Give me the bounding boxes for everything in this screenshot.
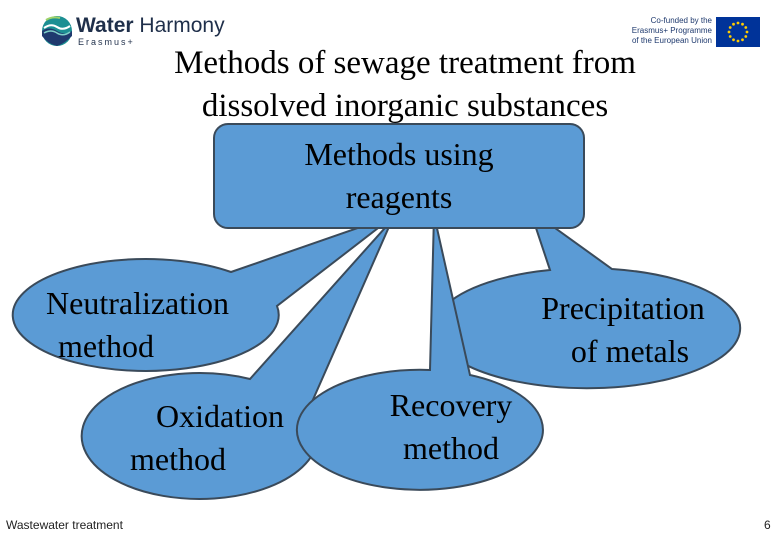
water-wave-icon <box>42 16 72 46</box>
page-number: 6 <box>764 518 771 532</box>
logo-brand: Water Harmony <box>76 14 225 37</box>
title-line-2: dissolved inorganic substances <box>201 88 609 124</box>
root-box <box>213 123 585 229</box>
eu-badge-text: Co-funded by the Erasmus+ Programme of t… <box>631 16 712 45</box>
footer-label: Wastewater treatment <box>6 518 123 532</box>
root-node-text: Methods using reagents <box>304 136 494 215</box>
title-line-1: Methods of sewage treatment from <box>174 45 636 81</box>
eu-cofunded-badge: Co-funded by the Erasmus+ Programme of t… <box>620 14 760 50</box>
logo-subtitle: Erasmus+ <box>78 37 135 47</box>
recovery-node-text: Recovery method <box>389 387 513 466</box>
precipitation-node-text: Precipitation of metals <box>541 290 705 369</box>
recovery-bubble <box>295 214 544 491</box>
oxidation-node-text: Oxidation method <box>130 398 284 477</box>
neutralization-bubble <box>11 214 396 372</box>
water-harmony-logo: Water Harmony Erasmus+ <box>40 14 240 50</box>
eu-flag-icon <box>716 17 760 47</box>
neutralization-node-text: Neutralization method <box>46 285 230 364</box>
slide-title: Methods of sewage treatment from dissolv… <box>100 42 710 128</box>
